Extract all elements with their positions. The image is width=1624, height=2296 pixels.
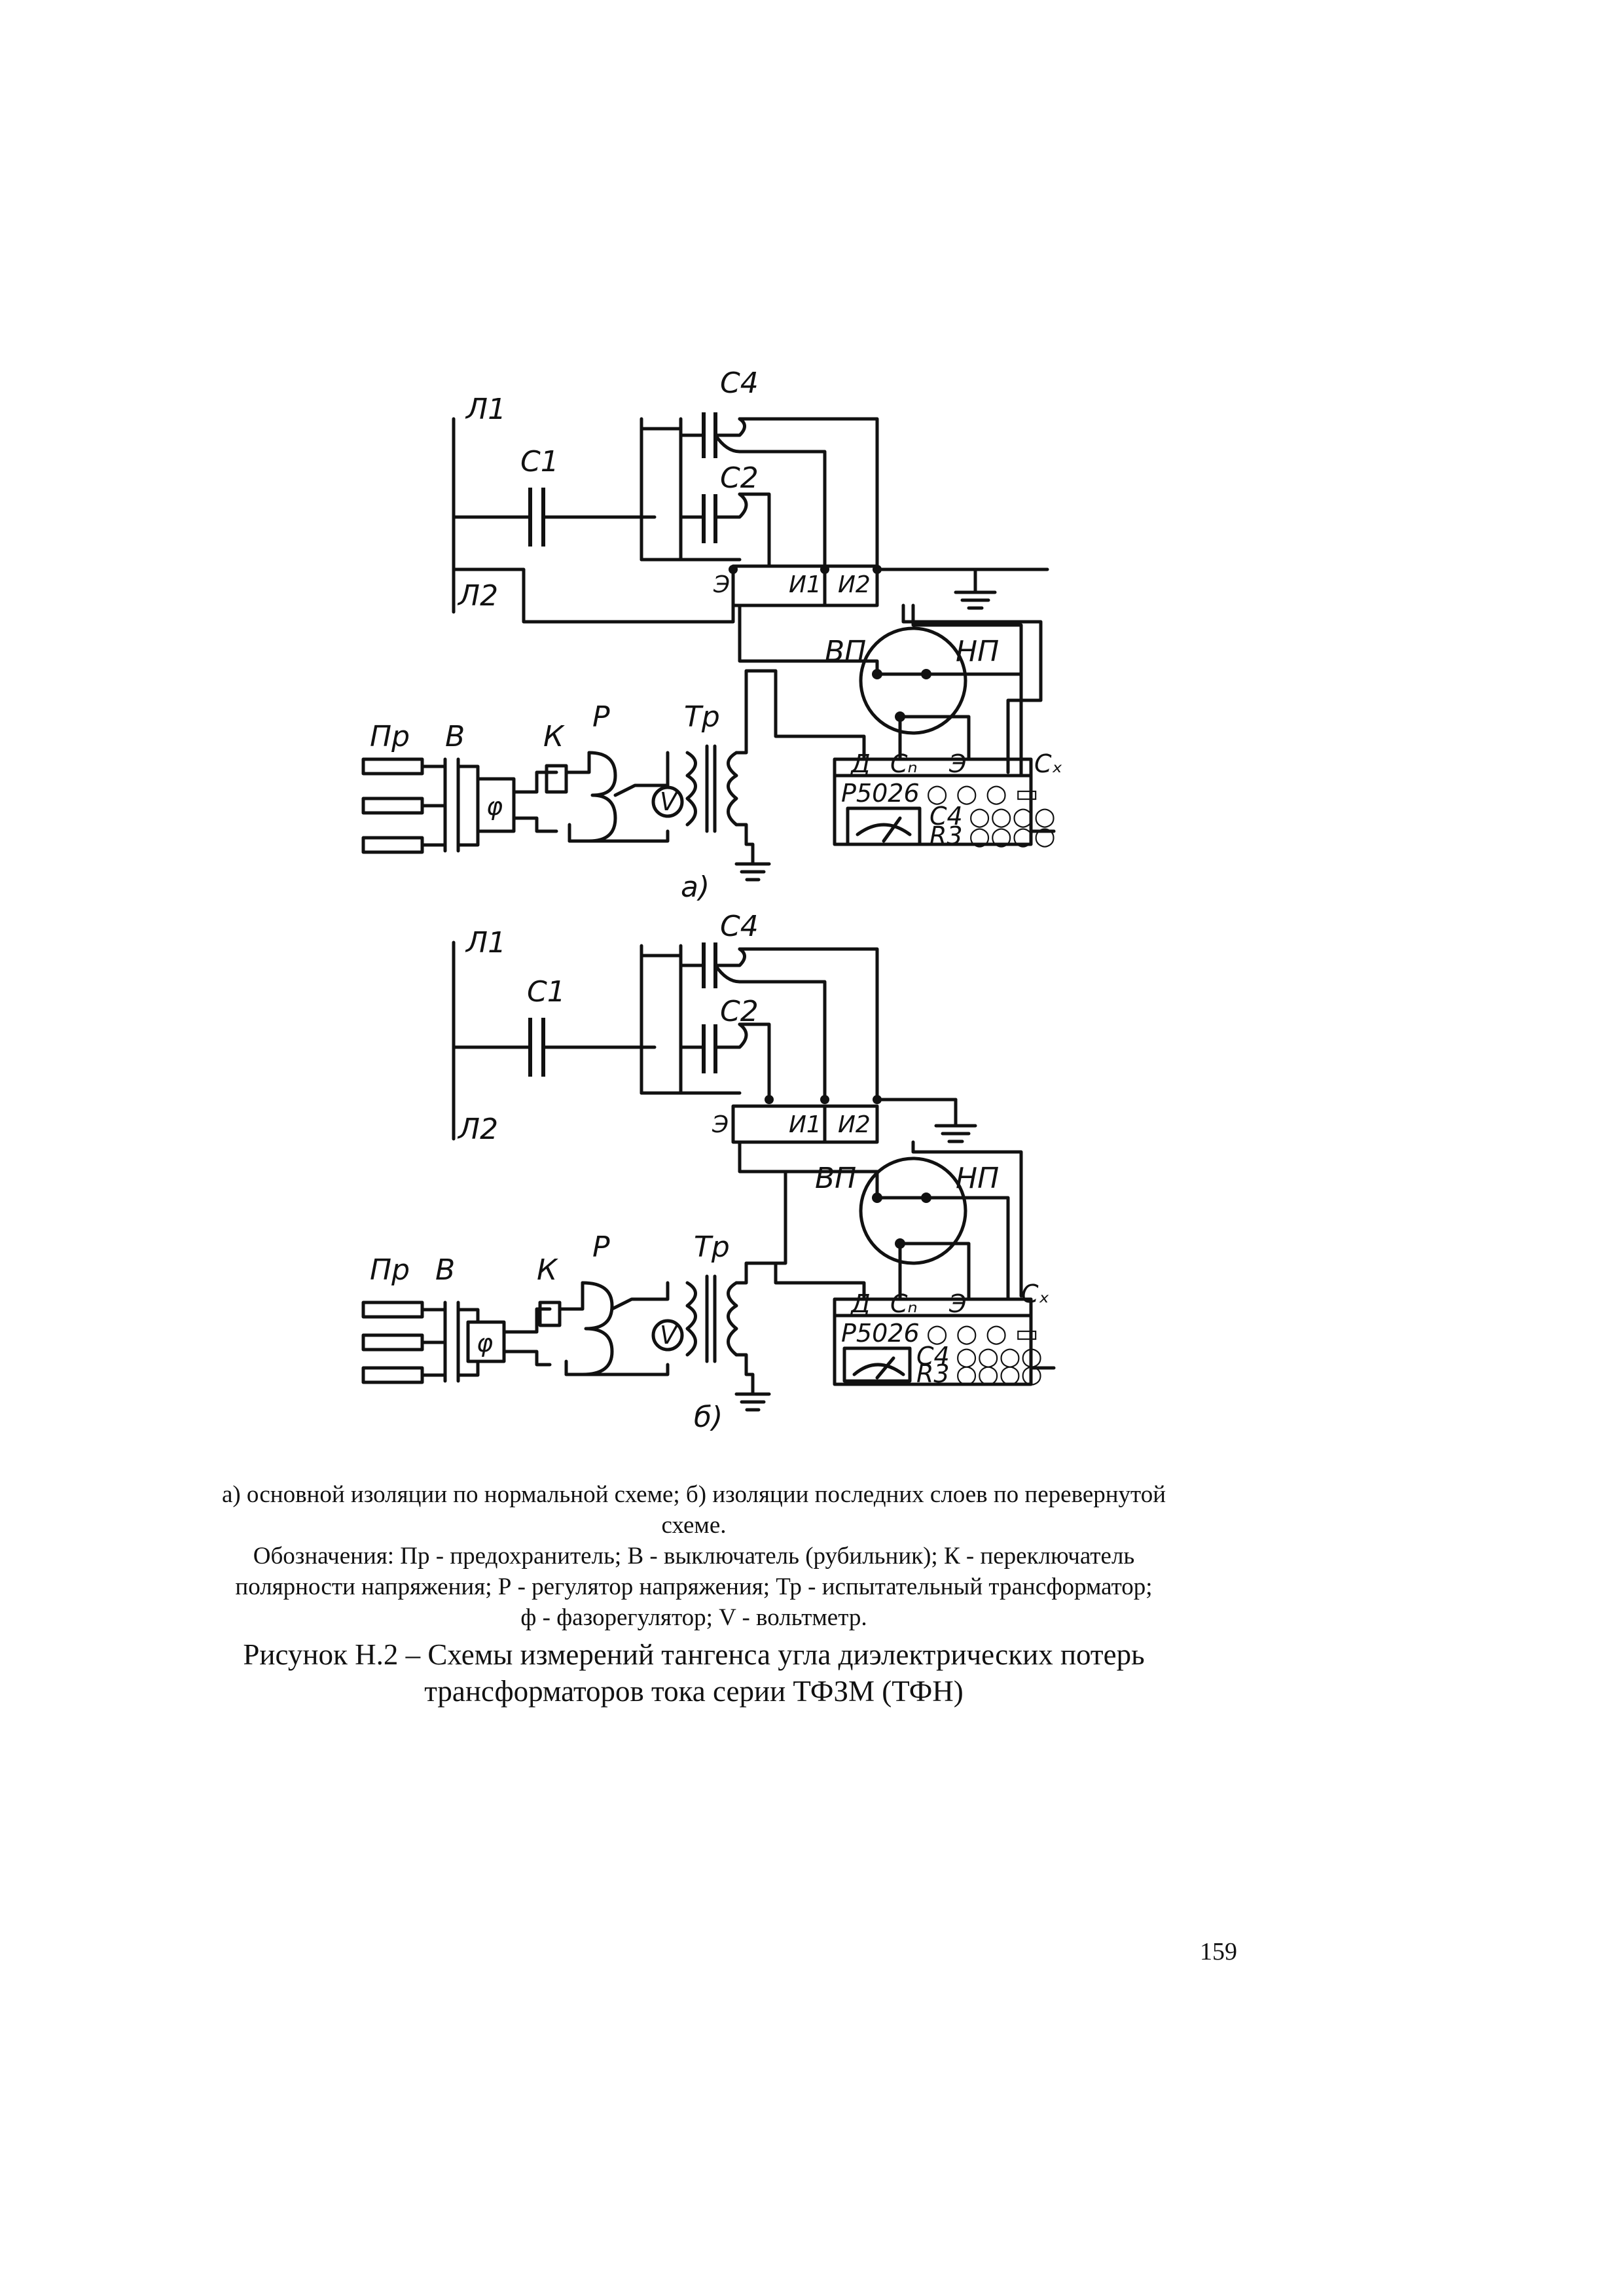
terminal-cx-b: Cₓ [1021, 1280, 1049, 1308]
figure-title-line-2: трансформаторов тока серии ТФЗМ (ТФН) [424, 1675, 964, 1708]
terminal-e: Э [713, 571, 730, 598]
row-r3-a: R3 [929, 821, 963, 850]
label-pr-a: Пр [370, 720, 410, 753]
label-v-b: В [435, 1253, 455, 1287]
switch-k-a [545, 764, 568, 794]
fuse-1-b [361, 1300, 424, 1319]
schematic-panel-b: Л1 Л2 С1 С4 С2 Э [361, 910, 1056, 1434]
page-number: 159 [1200, 1938, 1237, 1965]
device-model-a: Р5026 [841, 779, 920, 808]
transformer-primary-a [685, 751, 697, 827]
label-k-b: К [537, 1253, 558, 1287]
switch-k-b [538, 1300, 562, 1327]
label-c2: С2 [720, 461, 759, 495]
label-c1-b: С1 [527, 975, 566, 1009]
fuse-2-b [361, 1333, 424, 1352]
label-np-b: НП [956, 1162, 999, 1195]
row-c4-b: С4 [916, 1342, 950, 1371]
label-vp: ВП [825, 635, 866, 668]
label-panel-a: а) [681, 870, 710, 904]
terminal-d-a: Д [850, 749, 871, 778]
label-p-a: Р [592, 700, 610, 734]
label-v-a: В [445, 720, 465, 753]
label-p-b: Р [592, 1230, 610, 1264]
knobs-row-top-b: ○ ○ ○ ▭ [926, 1319, 1039, 1348]
caption-line-4: полярности напряжения; Р - регулятор нап… [235, 1573, 1153, 1600]
fuse-1-a [361, 757, 424, 776]
terminal-i2: И2 [838, 571, 871, 598]
supply-circuit-a: Пр В φ К Р V [361, 669, 771, 882]
caption-line-5: ф - фазорегулятор; V - вольтметр. [520, 1604, 867, 1631]
terminal-i1-b: И1 [789, 1111, 821, 1138]
terminal-cx-a: Cₓ [1034, 749, 1062, 778]
label-phi-a: φ [486, 792, 503, 821]
label-phi-b: φ [477, 1329, 493, 1357]
label-panel-b: б) [694, 1401, 723, 1434]
transformer-secondary-a [727, 751, 738, 827]
terminal-e2-b: Э [948, 1289, 967, 1318]
caption-line-1: а) основной изоляции по нормальной схеме… [221, 1481, 1166, 1508]
row-c4-a: С4 [929, 802, 963, 831]
label-c4: С4 [720, 367, 759, 400]
terminal-strip [731, 564, 879, 607]
label-c4-b: С4 [720, 910, 759, 943]
label-tr-a: Тр [684, 700, 720, 734]
row-r3-b: R3 [916, 1359, 950, 1388]
svg-text:○○○○: ○○○○ [956, 1359, 1043, 1388]
caption-line-3: Обозначения: Пр - предохранитель; В - вы… [253, 1543, 1135, 1570]
fuse-3-b [361, 1366, 424, 1384]
caption-line-2: схеме. [661, 1512, 727, 1539]
transformer-secondary-b [727, 1281, 738, 1357]
label-l1-b: Л1 [465, 926, 506, 960]
voltmeter-b [651, 1319, 684, 1352]
regulator-coil-a [587, 751, 617, 843]
voltmeter-a [651, 785, 684, 818]
label-vp-b: ВП [815, 1162, 856, 1195]
svg-text:○○○○: ○○○○ [969, 802, 1056, 831]
fuse-3-a [361, 836, 424, 854]
knobs-row-top-a: ○ ○ ○ ▭ [926, 779, 1039, 808]
phase-regulator-b [466, 1320, 506, 1363]
device-model-b: Р5026 [841, 1319, 920, 1348]
svg-text:○○○○: ○○○○ [956, 1342, 1043, 1371]
terminal-e-b: Э [712, 1111, 729, 1138]
label-k-a: К [543, 720, 565, 753]
meter-dial-a [846, 806, 922, 846]
label-np: НП [956, 635, 999, 668]
phase-regulator-a [476, 777, 516, 833]
label-l2-b: Л2 [457, 1113, 498, 1146]
label-voltmeter-a: V [660, 787, 679, 816]
terminal-i2-b: И2 [838, 1111, 871, 1138]
label-l2: Л2 [457, 579, 498, 613]
label-l1: Л1 [465, 393, 506, 426]
terminal-d-b: Д [850, 1289, 871, 1318]
bridge-detector-b [859, 1157, 967, 1265]
figure-title-line-1: Рисунок Н.2 – Схемы измерений тангенса у… [243, 1638, 1145, 1671]
bridge-detector [859, 626, 967, 735]
terminal-cn-b: Сₙ [890, 1289, 918, 1318]
bridge-p5026-a [833, 757, 1033, 846]
terminal-i1: И1 [789, 571, 821, 598]
supply-circuit-b: Пр В φ К Р V [361, 1230, 778, 1412]
bridge-p5026-b [833, 1297, 1033, 1386]
fuse-2-a [361, 797, 424, 815]
regulator-coil-b [581, 1281, 614, 1376]
terminal-cn-a: Сₙ [890, 749, 918, 778]
schematic-panel-a: Л1 Л2 С1 С4 С2 [361, 367, 1062, 904]
terminal-e2-a: Э [948, 749, 967, 778]
label-voltmeter-b: V [660, 1321, 679, 1350]
meter-dial-b [842, 1346, 912, 1383]
label-tr-b: Тр [694, 1230, 730, 1264]
transformer-primary-b [685, 1281, 697, 1357]
label-c1: С1 [520, 445, 559, 478]
svg-text:○○○○: ○○○○ [969, 821, 1056, 850]
terminal-strip-b [731, 1104, 879, 1144]
label-pr-b: Пр [370, 1253, 410, 1287]
